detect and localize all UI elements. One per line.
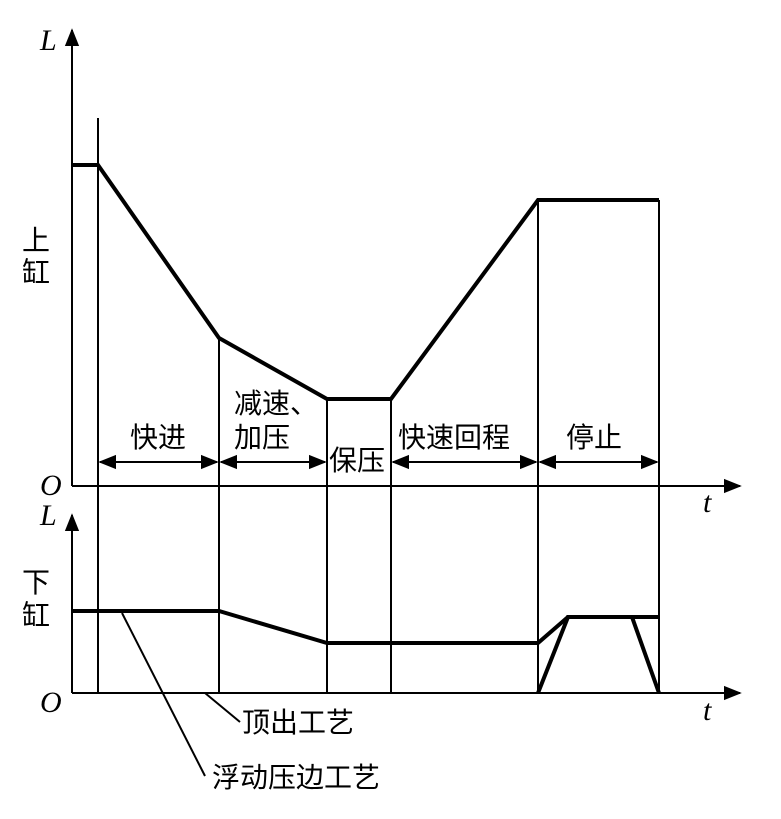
upper-cylinder-label-2: 缸 [22, 256, 50, 289]
callout-floating: 浮动压边工艺 [212, 761, 380, 794]
lower-cylinder-label-2: 缸 [22, 599, 50, 632]
phase-label-stop: 停止 [566, 421, 622, 454]
phase-label-decel-1: 减速、 [234, 387, 318, 420]
phase-label-fast-advance: 快进 [130, 421, 186, 454]
lower-origin-label: O [40, 686, 62, 719]
leader-ejection [204, 692, 241, 723]
upper-cylinder-label-1: 上 [22, 224, 50, 257]
upper-y-label: L [39, 24, 57, 57]
lower-ejection-curve [536, 615, 661, 694]
phase-label-decel-2: 加压 [234, 421, 290, 454]
lower-t-label: t [703, 694, 712, 727]
phase-label-hold: 保压 [329, 444, 385, 477]
lower-cylinder-label-1: 下 [22, 566, 50, 599]
phase-label-fast-return: 快速回程 [398, 421, 510, 454]
leader-floating [121, 612, 206, 777]
upper-cylinder-curve [72, 163, 659, 401]
callout-ejection: 顶出工艺 [242, 706, 354, 739]
lower-y-label: L [39, 499, 57, 532]
upper-t-label: t [703, 486, 712, 519]
upper-origin-label: O [40, 469, 62, 502]
